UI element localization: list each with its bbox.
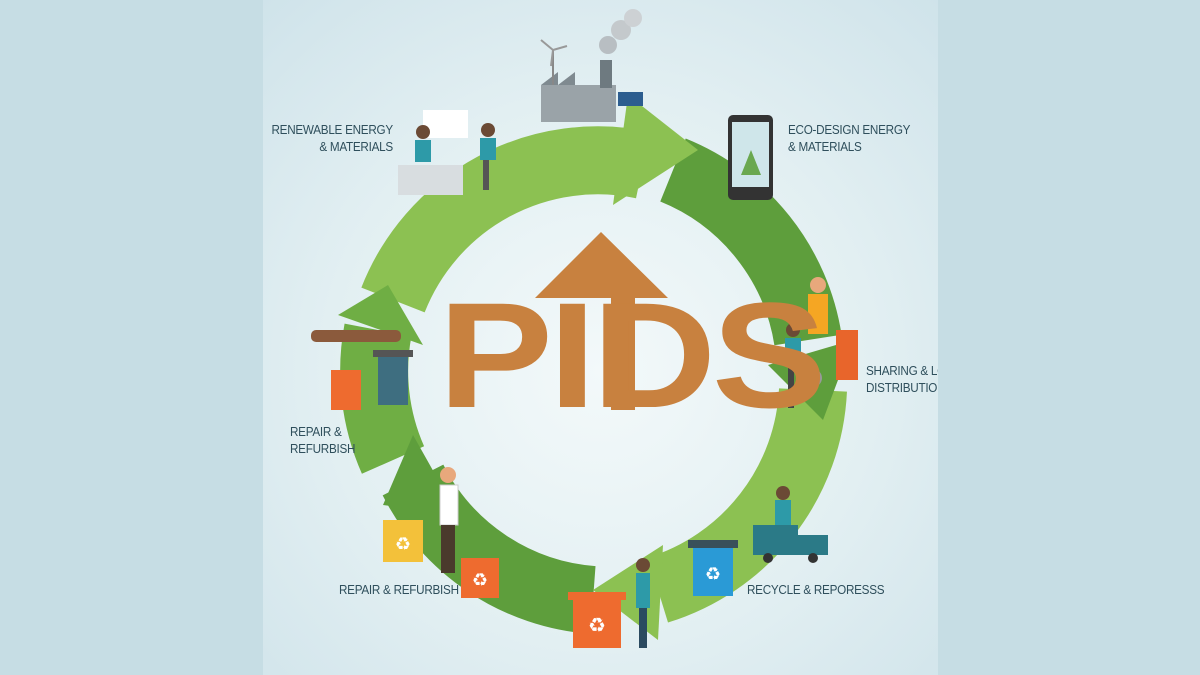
sharing-people-icon	[785, 277, 858, 408]
ring-arrowhead	[338, 285, 423, 345]
label-line: REPAIR &	[290, 424, 342, 439]
ring-segment-right-top	[659, 138, 842, 346]
repair-garden-icon	[311, 330, 413, 410]
logo-up-arrow	[535, 232, 668, 410]
label-line: REFURBISH	[290, 441, 356, 456]
svg-text:♻: ♻	[472, 570, 488, 590]
stage-label-renewable-energy: RENEWABLE ENERGY & MATERIALS	[271, 121, 394, 155]
recycle-truck-icon: ♻	[688, 486, 828, 596]
svg-text:♻: ♻	[395, 534, 411, 554]
yellow-orange-bins-icon: ♻ ♻	[383, 467, 499, 598]
orange-bin-person-icon: ♻	[568, 558, 650, 648]
factory-icon	[540, 9, 643, 122]
label-line: ECO-DESIGN ENERGY	[788, 122, 911, 137]
svg-text:♻: ♻	[588, 615, 606, 637]
ring-segment-top	[361, 126, 650, 314]
label-line: & MATERIALS	[788, 139, 862, 154]
stage-label-recycle: RECYCLE & REPORESSS	[747, 581, 885, 598]
infographic-panel: ♻ ♻ ♻ ♻ PIDS RENEWABLE ENERGY & MATERIALS…	[263, 0, 938, 675]
svg-text:♻: ♻	[705, 564, 721, 584]
circular-economy-ring: ♻ ♻ ♻ ♻	[311, 9, 858, 648]
office-people-icon	[398, 110, 496, 195]
stage-label-eco-design: ECO-DESIGN ENERGY & MATERIALS	[788, 121, 910, 155]
label-line: DISTRIBUTION	[866, 380, 938, 395]
stage-label-repair-left: REPAIR & REFURBISH	[290, 423, 355, 457]
stage-label-sharing: SHARING & LC DISTRIBUTION	[866, 362, 938, 396]
label-line: RECYCLE & REPORESSS	[747, 582, 885, 597]
label-line: REPAIR & REFURBISH	[339, 582, 459, 597]
ring-arrowhead	[613, 95, 698, 205]
pids-logo: PIDS	[438, 271, 827, 439]
label-line: & MATERIALS	[319, 139, 393, 154]
ring-arrowhead	[383, 435, 458, 515]
ring-segment-right-bottom	[647, 387, 847, 623]
ring-segment-left	[340, 323, 425, 474]
phone-icon	[728, 115, 773, 200]
stage-label-repair-bottom: REPAIR & REFURBISH	[339, 581, 459, 598]
label-line: SHARING & LC	[866, 363, 938, 378]
label-line: RENEWABLE ENERGY	[271, 122, 394, 137]
